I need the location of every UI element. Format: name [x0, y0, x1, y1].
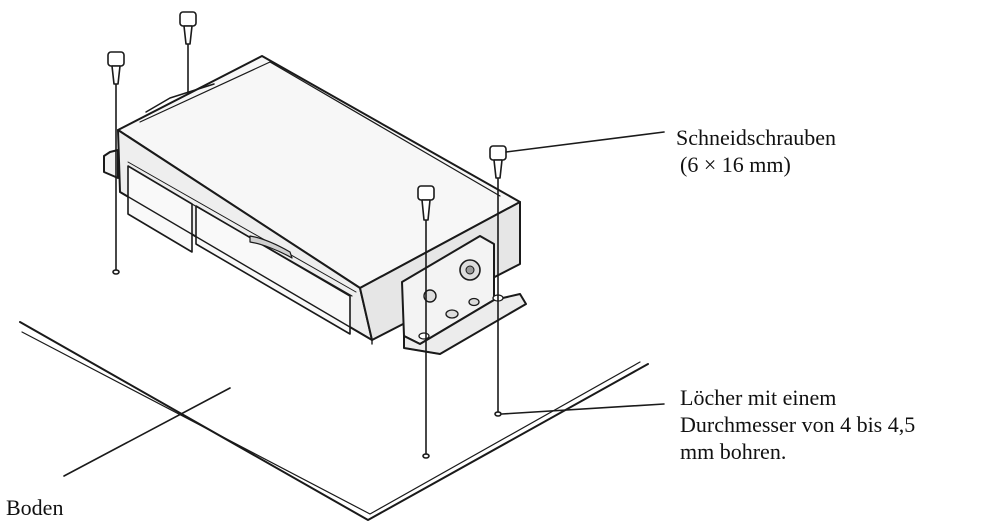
- screws-label: Schneidschrauben (6 × 16 mm): [676, 124, 836, 178]
- screws-label-line-1: Schneidschrauben: [676, 125, 837, 150]
- mounting-bracket: [401, 235, 527, 355]
- screw-right-bracket: [489, 145, 507, 417]
- floor-plate: [19, 321, 649, 521]
- floor-leader-line: [63, 387, 231, 477]
- floor-label: Boden: [6, 495, 64, 520]
- holes-label-line-1: Löcher mit einem: [680, 385, 837, 410]
- holes-label: Löcher mit einem Durchmesser von 4 bis 4…: [680, 384, 915, 465]
- screws-label-line-2: (6 × 16 mm): [680, 152, 791, 177]
- screw-back-center: [179, 11, 197, 95]
- cd-changer-unit: [103, 55, 521, 345]
- holes-label-line-3: mm bohren.: [680, 439, 787, 464]
- holes-leader-line: [501, 403, 665, 415]
- screws-leader-line: [505, 131, 665, 153]
- holes-label-line-2: Durchmesser von 4 bis 4,5: [680, 412, 916, 437]
- screw-back-left: [107, 51, 125, 275]
- screw-front-bracket: [417, 185, 435, 459]
